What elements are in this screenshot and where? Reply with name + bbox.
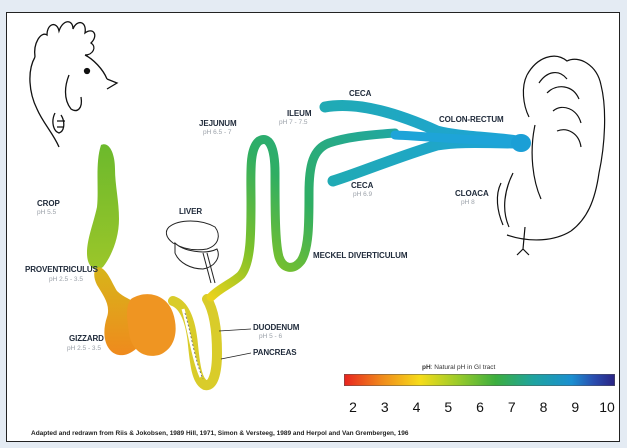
source-credit: Adapted and redrawn from Riis & Jokobsen…: [31, 430, 409, 437]
label-duodenum: DUODENUM: [253, 323, 299, 332]
ceca-lower: [333, 143, 517, 182]
label-duodenum-ph: pH 5 - 6: [259, 333, 282, 340]
label-gizzard-ph: pH 2.5 - 3.5: [67, 345, 101, 352]
ph-tick-2: 2: [349, 399, 357, 415]
label-pancreas: PANCREAS: [253, 348, 297, 357]
ph-tick-6: 6: [476, 399, 484, 415]
duodenal-loop: [173, 299, 217, 385]
ph-color-scale: [344, 374, 615, 386]
rooster-tail-sketch: [497, 56, 604, 255]
label-crop-ph: pH 5.5: [37, 209, 56, 216]
crop-organ: [87, 144, 119, 269]
label-liver: LIVER: [179, 207, 202, 216]
ph-tick-5: 5: [444, 399, 452, 415]
ph-tick-4: 4: [413, 399, 421, 415]
label-jejunum-ph: pH 6.5 - 7: [203, 129, 232, 136]
label-meckel-diverticulum: MECKEL DIVERTICULUM: [313, 251, 407, 260]
label-crop: CROP: [37, 199, 60, 208]
label-ileum: ILEUM: [287, 109, 311, 118]
label-ileum-ph: pH 7 - 7.5: [279, 119, 308, 126]
liver-organ: [166, 221, 218, 283]
small-intestine: [211, 133, 395, 297]
label-cloaca: CLOACA: [455, 189, 489, 198]
diagram-frame: CROP pH 5.5 PROVENTRICULUS pH 2.5 - 3.5 …: [6, 12, 620, 442]
ph-tick-7: 7: [508, 399, 516, 415]
label-ceca-top: CECA: [349, 89, 371, 98]
label-proventriculus: PROVENTRICULUS: [25, 265, 98, 274]
ph-tick-9: 9: [571, 399, 579, 415]
label-ceca-bottom-ph: pH 6.9: [353, 191, 372, 198]
ph-tick-3: 3: [381, 399, 389, 415]
ph-tick-8: 8: [540, 399, 548, 415]
label-proventriculus-ph: pH 2.5 - 3.5: [49, 276, 83, 283]
label-colon-rectum: COLON-RECTUM: [439, 115, 504, 124]
label-ceca-bottom: CECA: [351, 181, 373, 190]
label-cloaca-ph: pH 8: [461, 199, 475, 206]
ph-tick-10: 10: [599, 399, 615, 415]
cloaca-organ: [511, 134, 531, 152]
gizzard-organ: [127, 294, 176, 356]
label-jejunum: JEJUNUM: [199, 119, 237, 128]
legend-caption: pH: Natural pH in GI tract: [422, 364, 495, 371]
label-gizzard: GIZZARD: [69, 334, 104, 343]
rooster-head-sketch: [30, 22, 117, 147]
